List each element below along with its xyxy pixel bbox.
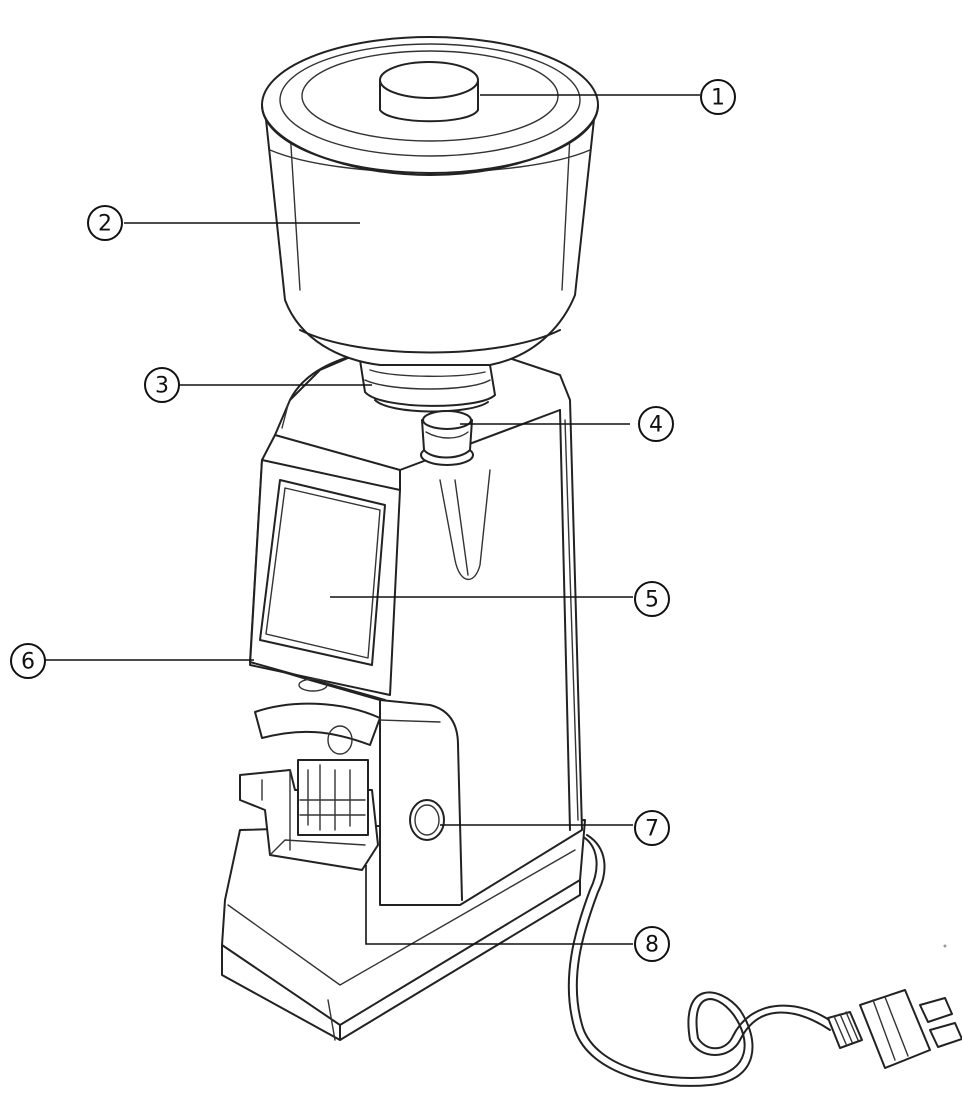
callout-4: 4 xyxy=(638,406,674,442)
callout-6: 6 xyxy=(10,643,46,679)
speck xyxy=(943,944,947,948)
callout-5: 5 xyxy=(634,581,670,617)
callout-label: 8 xyxy=(645,933,659,958)
callout-label: 2 xyxy=(98,212,112,237)
power-cord xyxy=(567,834,833,1087)
callout-label: 6 xyxy=(21,650,35,675)
portafilter-holder xyxy=(239,702,381,871)
callout-label: 4 xyxy=(649,413,663,438)
callout-3: 3 xyxy=(144,367,180,403)
callout-8: 8 xyxy=(634,926,670,962)
callout-7: 7 xyxy=(634,810,670,846)
callout-label: 3 xyxy=(155,374,169,399)
hopper-lid xyxy=(261,36,599,176)
power-plug xyxy=(827,989,962,1069)
callout-1: 1 xyxy=(700,79,736,115)
start-button xyxy=(409,799,445,841)
callout-2: 2 xyxy=(87,205,123,241)
adjustment-knob xyxy=(420,410,474,466)
callout-label: 1 xyxy=(711,86,725,111)
callout-label: 7 xyxy=(645,817,659,842)
grind-adjustment-collar xyxy=(359,359,496,413)
display-panel xyxy=(249,459,401,701)
leader-line-8 xyxy=(365,865,633,945)
callout-label: 5 xyxy=(645,588,659,613)
